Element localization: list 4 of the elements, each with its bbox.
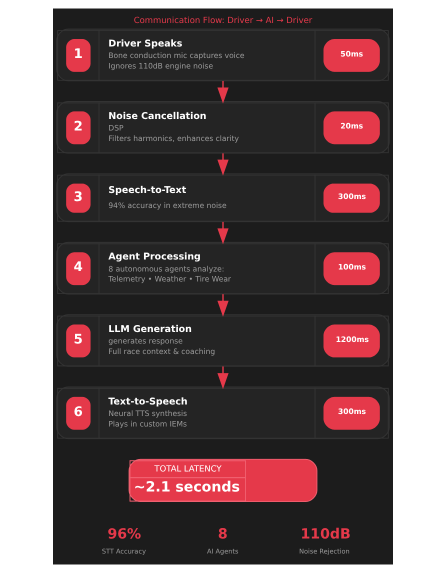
diagram-title: Communication Flow: Driver → AI → Driver (134, 14, 312, 25)
label: 96% (107, 526, 142, 543)
label: 8 (218, 526, 228, 543)
label: 110dB (300, 526, 351, 543)
